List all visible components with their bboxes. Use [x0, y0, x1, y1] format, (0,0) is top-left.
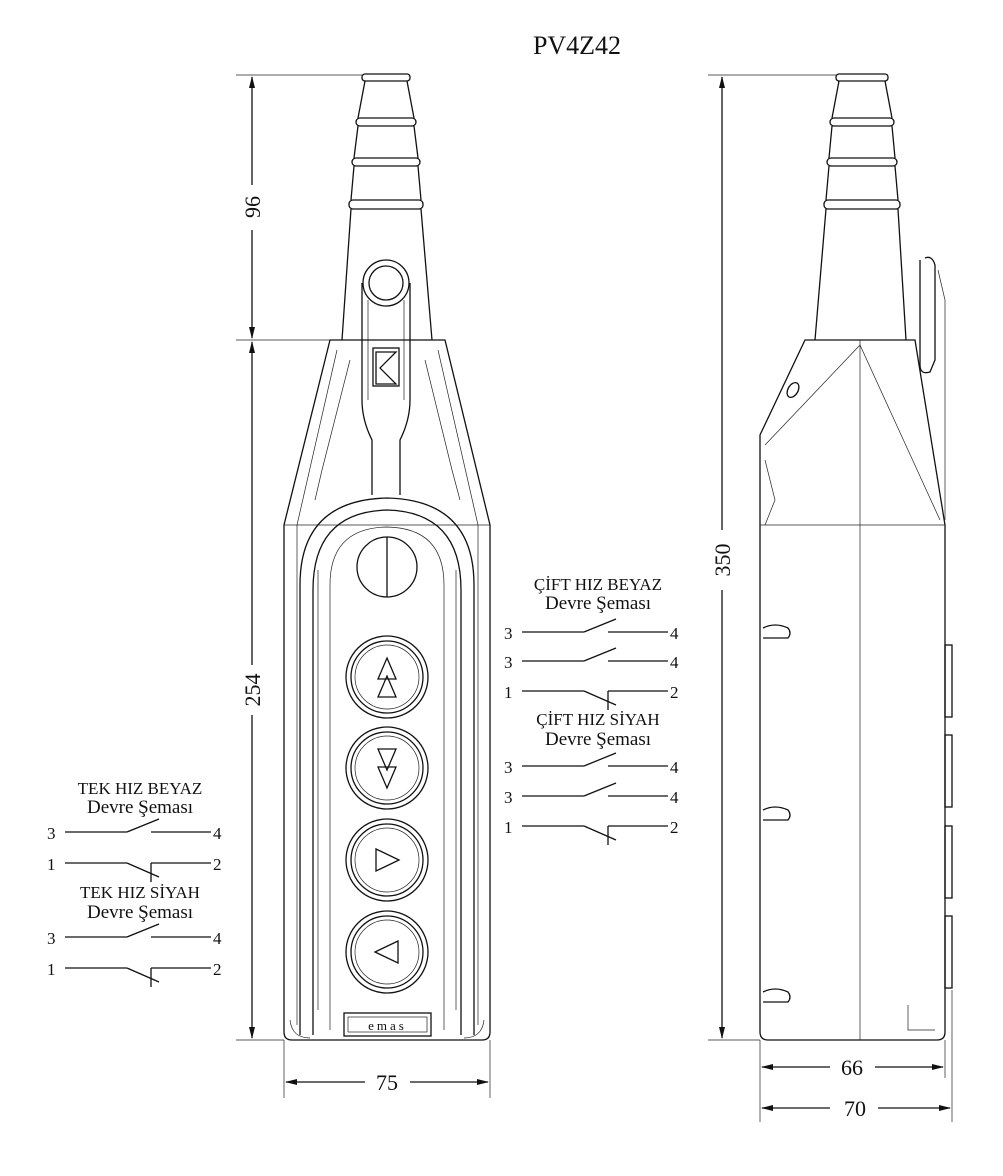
drawing-title: PV4Z42 [533, 31, 621, 60]
hanger-loop [361, 259, 411, 495]
terminal-left: 1 [47, 855, 56, 874]
terminal-left: 3 [504, 624, 513, 643]
dim-body-height: 254 [240, 674, 265, 707]
dim-side-depth-inner: 66 [841, 1055, 863, 1080]
side-button-4 [944, 915, 953, 989]
face-plate [299, 497, 475, 1035]
circuit-subtitle: Devre Şeması [87, 902, 193, 923]
terminal-left: 3 [47, 824, 56, 843]
side-body-outline [759, 339, 946, 1041]
right-arrow-icon [375, 847, 401, 873]
terminal-left: 3 [504, 758, 513, 777]
hook [919, 256, 936, 374]
terminal-right: 2 [213, 855, 222, 874]
side-button-2 [944, 734, 953, 808]
front-dimensions: 96 254 75 [236, 74, 491, 1098]
terminal-right: 4 [213, 824, 222, 843]
front-view: emas [283, 73, 491, 1041]
circuit-subtitle: Devre Şeması [545, 593, 651, 614]
double-up-arrow-icon [377, 656, 397, 698]
terminal-left: 3 [47, 929, 56, 948]
terminal-right: 4 [670, 624, 679, 643]
brand-logo-text: emas [368, 1018, 407, 1033]
terminal-right: 2 [670, 683, 679, 702]
push-button-4 [345, 910, 429, 994]
side-button-3 [944, 825, 953, 899]
dim-front-width: 75 [376, 1070, 398, 1095]
terminal-right: 4 [670, 758, 679, 777]
terminal-right: 4 [213, 929, 222, 948]
side-button-1 [944, 644, 953, 718]
terminal-left: 1 [504, 818, 513, 837]
brand-plate [343, 1012, 432, 1037]
front-body-outline [283, 339, 491, 1041]
terminal-left: 3 [504, 653, 513, 672]
side-dimensions: 350 66 70 [708, 74, 953, 1122]
terminal-left: 1 [504, 683, 513, 702]
circuit-subtitle: Devre Şeması [545, 729, 651, 750]
dim-side-depth-outer: 70 [844, 1096, 866, 1121]
terminal-left: 1 [47, 960, 56, 979]
push-button-3 [345, 818, 429, 902]
terminal-right: 4 [670, 788, 679, 807]
terminal-right: 4 [670, 653, 679, 672]
circuit-title: ÇİFT HIZ BEYAZ [534, 575, 662, 594]
terminal-right: 2 [670, 818, 679, 837]
cable-gland [341, 73, 433, 341]
push-button-1 [345, 635, 429, 719]
double-down-arrow-icon [377, 748, 397, 790]
circuit-subtitle: Devre Şeması [87, 797, 193, 818]
dim-total-height: 350 [710, 544, 735, 577]
brand-logo-icon [372, 347, 400, 387]
circuit-title: TEK HIZ SİYAH [80, 883, 200, 902]
terminal-right: 2 [213, 960, 222, 979]
dim-gland-height: 96 [240, 196, 265, 218]
circuit-title: TEK HIZ BEYAZ [78, 779, 203, 798]
side-view [759, 73, 953, 1041]
circuit-title: ÇİFT HIZ SİYAH [536, 710, 659, 729]
terminal-left: 3 [504, 788, 513, 807]
left-arrow-icon [373, 939, 399, 965]
push-button-2 [345, 726, 429, 810]
